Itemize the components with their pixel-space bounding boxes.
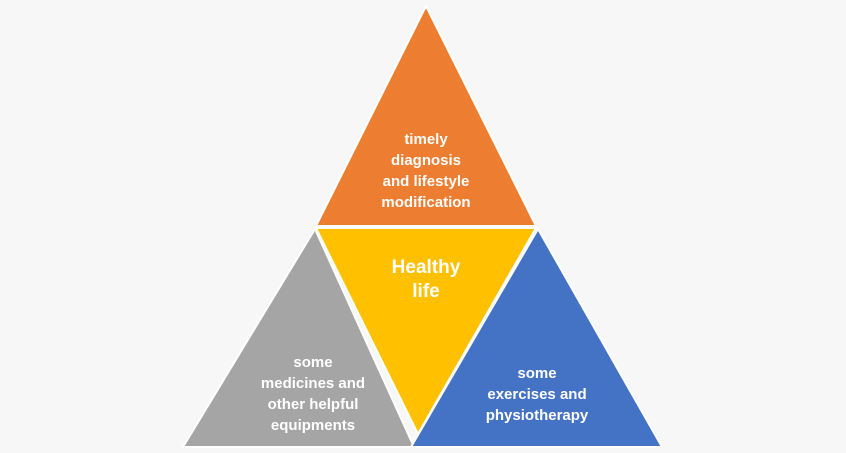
label-line: diagnosis (390, 152, 461, 169)
left-label: some medicines and other helpful equipme… (213, 352, 413, 436)
center-triangle (314, 227, 538, 437)
label-line: Healthy (391, 257, 461, 278)
label-line: timely (404, 131, 448, 148)
label-line: other helpful (267, 396, 359, 413)
label-line: some (293, 354, 333, 371)
label-line: exercises and (487, 386, 587, 403)
label-line: modification (381, 194, 471, 211)
left-triangle (181, 226, 416, 448)
label-line: medicines and (260, 375, 366, 392)
label-line: and lifestyle (382, 173, 470, 190)
label-line: equipments (270, 417, 356, 434)
right-label: some exercises and physiotherapy (437, 363, 637, 426)
top-triangle (314, 3, 538, 227)
label-line: some (517, 365, 557, 382)
label-line: physiotherapy (485, 407, 589, 424)
top-label: timely diagnosis and lifestyle modificat… (326, 129, 526, 213)
label-line: life (412, 281, 440, 302)
center-label: Healthy life (336, 256, 516, 304)
right-triangle (409, 226, 664, 448)
